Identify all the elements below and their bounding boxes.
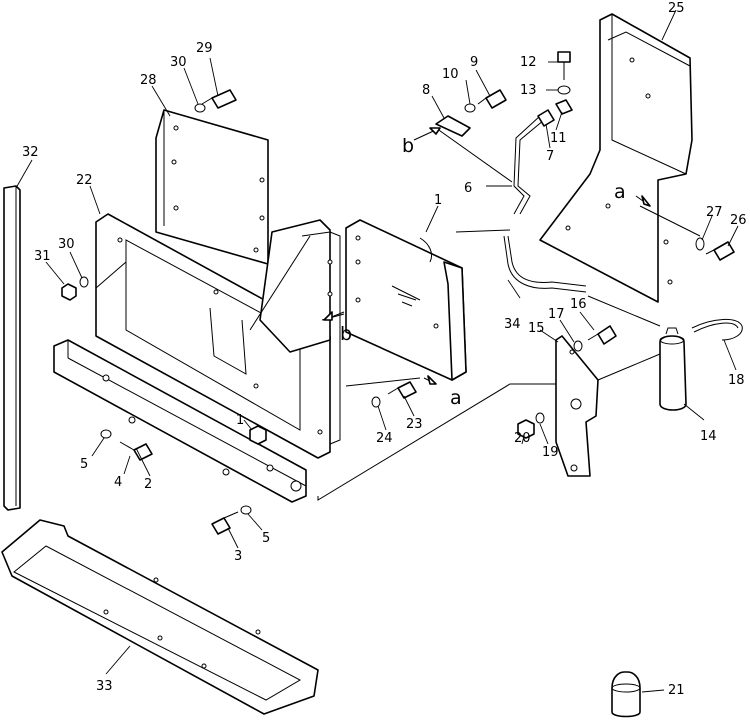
callout-24: 24: [376, 431, 393, 446]
hardware-washer-10: [464, 103, 476, 113]
hardware-bolt-29: [201, 89, 237, 109]
hardware-washer-5-left: [100, 429, 112, 439]
part-15-bracket: [555, 335, 599, 477]
hardware-bolt-16: [587, 325, 617, 345]
leader-lines: [15, 9, 739, 693]
part-25-side-panel: [539, 13, 693, 303]
callout-10: 10: [442, 67, 459, 82]
ref-letter-a-left: a: [450, 387, 462, 409]
hardware-bolt-9: [477, 89, 507, 109]
callout-4: 4: [114, 475, 122, 490]
callout-11: 11: [550, 131, 567, 146]
callout-32: 32: [22, 145, 39, 160]
callout-6: 6: [464, 181, 472, 196]
callout-7: 7: [546, 149, 554, 164]
hardware-washer-17: [573, 340, 583, 352]
hardware-washer-27: [695, 237, 705, 251]
callout-23: 23: [406, 417, 423, 432]
callout-18: 18: [728, 373, 745, 388]
callout-27: 27: [706, 205, 723, 220]
callout-21: 21: [668, 683, 685, 698]
part-34-tube: [503, 235, 587, 293]
callout-15: 15: [528, 321, 545, 336]
callout-22: 22: [76, 173, 93, 188]
part-1-condenser: [345, 219, 467, 381]
hardware-clip-8: [435, 115, 471, 137]
part-32-vertical-bar: [3, 185, 21, 511]
part-21-bottle: [611, 671, 641, 718]
callout-31: 31: [34, 249, 51, 264]
callout-30-top: 30: [170, 55, 187, 70]
callout-3: 3: [234, 549, 242, 564]
hardware-nut-1-lower: [249, 425, 267, 445]
hardware-nut-31: [61, 283, 77, 301]
hardware-washer-19: [535, 412, 545, 424]
callout-17: 17: [548, 307, 565, 322]
hardware-washer-30-left: [79, 276, 89, 288]
hardware-bolt-3: [211, 511, 239, 535]
reference-letters: a a b b: [340, 135, 626, 409]
hardware-fitting-11: [555, 99, 573, 115]
part-6-tube: [513, 115, 545, 215]
hardware-washer-5-right: [240, 505, 252, 515]
hardware-bolt-23: [387, 381, 417, 399]
callout-26: 26: [730, 213, 747, 228]
ref-letter-a-right: a: [614, 181, 626, 203]
callout-8: 8: [422, 83, 430, 98]
hardware-bolt-26: [705, 241, 735, 261]
callout-9: 9: [470, 55, 478, 70]
callout-1-nut: 1: [236, 413, 244, 428]
hardware-washer-30-top: [194, 103, 206, 113]
part-18-hose: [691, 319, 743, 341]
callout-14: 14: [700, 429, 717, 444]
callout-2: 2: [144, 477, 152, 492]
callout-12: 12: [520, 55, 537, 70]
hardware-bolt-4: [119, 441, 153, 461]
callout-25: 25: [668, 1, 685, 16]
hardware-washer-13: [557, 85, 571, 95]
ref-letter-b-mid: b: [340, 323, 352, 345]
callout-20: 20: [514, 431, 531, 446]
assembly-guide-lines: [95, 127, 701, 501]
ref-letter-b-top: b: [402, 135, 414, 157]
callout-28: 28: [140, 73, 157, 88]
callout-1-condenser: 1: [434, 193, 442, 208]
callout-19: 19: [542, 445, 559, 460]
part-28-cover-plate: [155, 109, 269, 265]
hardware-fitting-7: [537, 109, 555, 127]
callout-16: 16: [570, 297, 587, 312]
hardware-washer-24: [371, 396, 381, 408]
callout-30-left: 30: [58, 237, 75, 252]
part-22-frame: [95, 213, 341, 459]
reference-arrows: [323, 127, 651, 385]
callout-5-left: 5: [80, 457, 88, 472]
callout-29: 29: [196, 41, 213, 56]
hardware-nut-20: [517, 419, 535, 439]
callout-33: 33: [96, 679, 113, 694]
callout-labels: 1 1 2 3 4 5 5 6 7 8 9 10 11 12 13 14 15 …: [22, 1, 747, 698]
part-14-receiver-drier: [659, 327, 687, 411]
part-33-bottom-tray: [1, 519, 319, 715]
callout-13: 13: [520, 83, 537, 98]
hardware-bolt-12: [557, 51, 571, 80]
part-2-lower-rail: [53, 339, 307, 503]
callout-34: 34: [504, 317, 521, 332]
callout-5-right: 5: [262, 531, 270, 546]
